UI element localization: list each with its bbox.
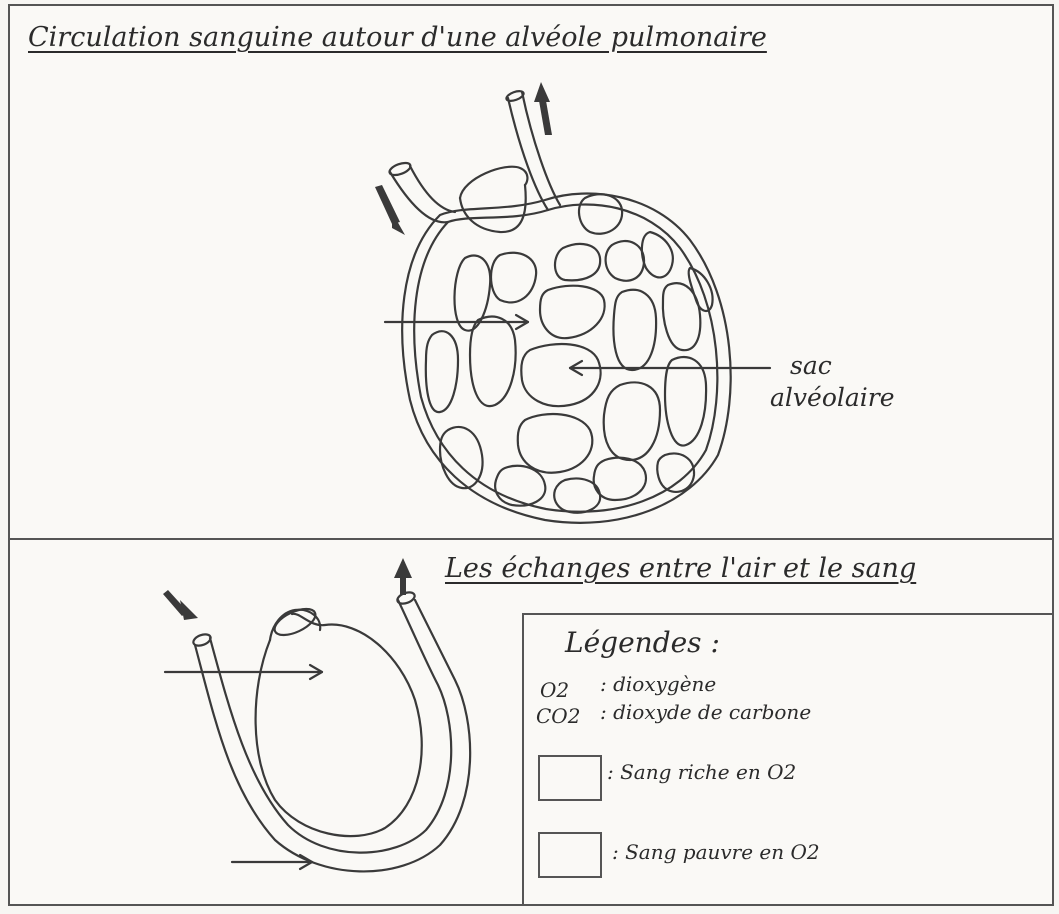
legend-o2-symbol: O2: [540, 678, 569, 702]
legend-co2-text: : dioxyde de carbone: [600, 700, 811, 724]
legend-co2-symbol: CO2: [536, 704, 580, 728]
flow-arrow-out-bottom: [394, 558, 412, 595]
flow-arrow-in-bottom: [163, 590, 198, 620]
alveolus-network-drawing: [375, 82, 770, 523]
sac-label-line1: sac: [770, 350, 895, 382]
flow-arrow-out-top: [534, 82, 552, 135]
legend-rich-text: : Sang riche en O2: [607, 760, 796, 784]
capillary-mesh-cells: [426, 194, 713, 512]
legend-swatch-poor: [538, 832, 602, 878]
flow-arrow-in-top: [375, 185, 405, 235]
exchange-drawing: [163, 558, 470, 871]
legend-poor-text: : Sang pauvre en O2: [612, 840, 820, 864]
sac-alveolaire-label: sac alvéolaire: [770, 350, 895, 414]
legend-title: Légendes :: [565, 626, 720, 659]
legend-o2-text: : dioxygène: [600, 672, 716, 696]
legend-swatch-rich: [538, 755, 602, 801]
sac-label-line2: alvéolaire: [770, 382, 895, 414]
